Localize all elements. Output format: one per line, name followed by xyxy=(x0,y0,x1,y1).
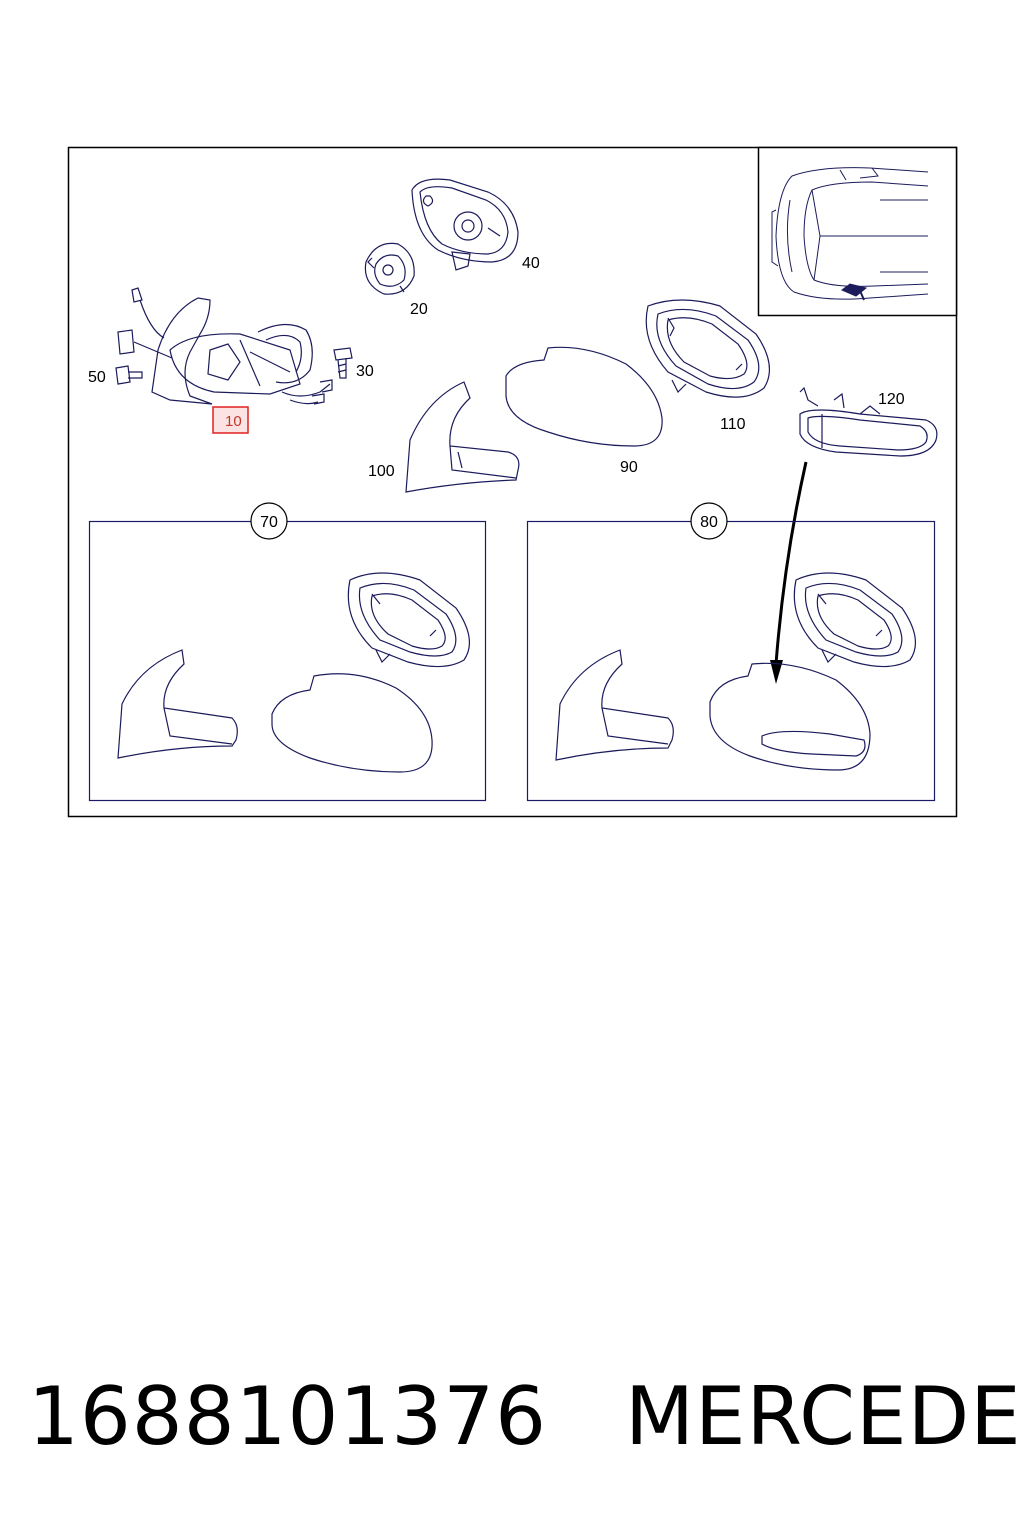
part-number: 1688101376 xyxy=(28,1370,547,1463)
part-120-turn-signal xyxy=(799,386,938,457)
kit-70-badge[interactable]: 70 xyxy=(250,502,288,540)
callout-50[interactable]: 50 xyxy=(88,369,106,386)
callout-10[interactable]: 10 xyxy=(225,413,242,430)
kit-80-box xyxy=(526,520,936,802)
callout-120[interactable]: 120 xyxy=(878,391,905,408)
part-100-mirror-base-cover xyxy=(405,381,520,493)
part-10-mirror-assembly xyxy=(117,287,333,405)
part-40-mirror-glass xyxy=(411,178,519,271)
kit-80-badge[interactable]: 80 xyxy=(690,502,728,540)
callout-40[interactable]: 40 xyxy=(522,255,540,272)
part-110-mirror-housing-frame xyxy=(645,299,771,398)
part-caption: 1688101376 MERCEDES xyxy=(28,1362,1024,1472)
diagram-frame xyxy=(67,146,958,818)
callout-30[interactable]: 30 xyxy=(356,363,374,380)
callout-100[interactable]: 100 xyxy=(368,463,395,480)
parts-diagram: 10 20 30 40 50 90 100 110 120 70 80 xyxy=(67,146,958,818)
kit-70-box xyxy=(88,520,487,802)
callout-10-highlight xyxy=(212,406,249,434)
callout-90[interactable]: 90 xyxy=(620,459,638,476)
part-50-screw xyxy=(115,365,143,385)
part-20-adjustment-motor xyxy=(364,242,415,295)
callout-110[interactable]: 110 xyxy=(720,416,746,433)
car-overview-inset xyxy=(757,146,958,317)
callout-70: 70 xyxy=(260,514,278,531)
callout-20[interactable]: 20 xyxy=(410,301,428,318)
part-90-mirror-cover xyxy=(505,346,663,447)
callout-80: 80 xyxy=(700,514,718,531)
part-30-screw xyxy=(333,347,353,379)
arrow-120-to-80 xyxy=(770,461,808,684)
brand-name: MERCEDES xyxy=(624,1370,1024,1463)
